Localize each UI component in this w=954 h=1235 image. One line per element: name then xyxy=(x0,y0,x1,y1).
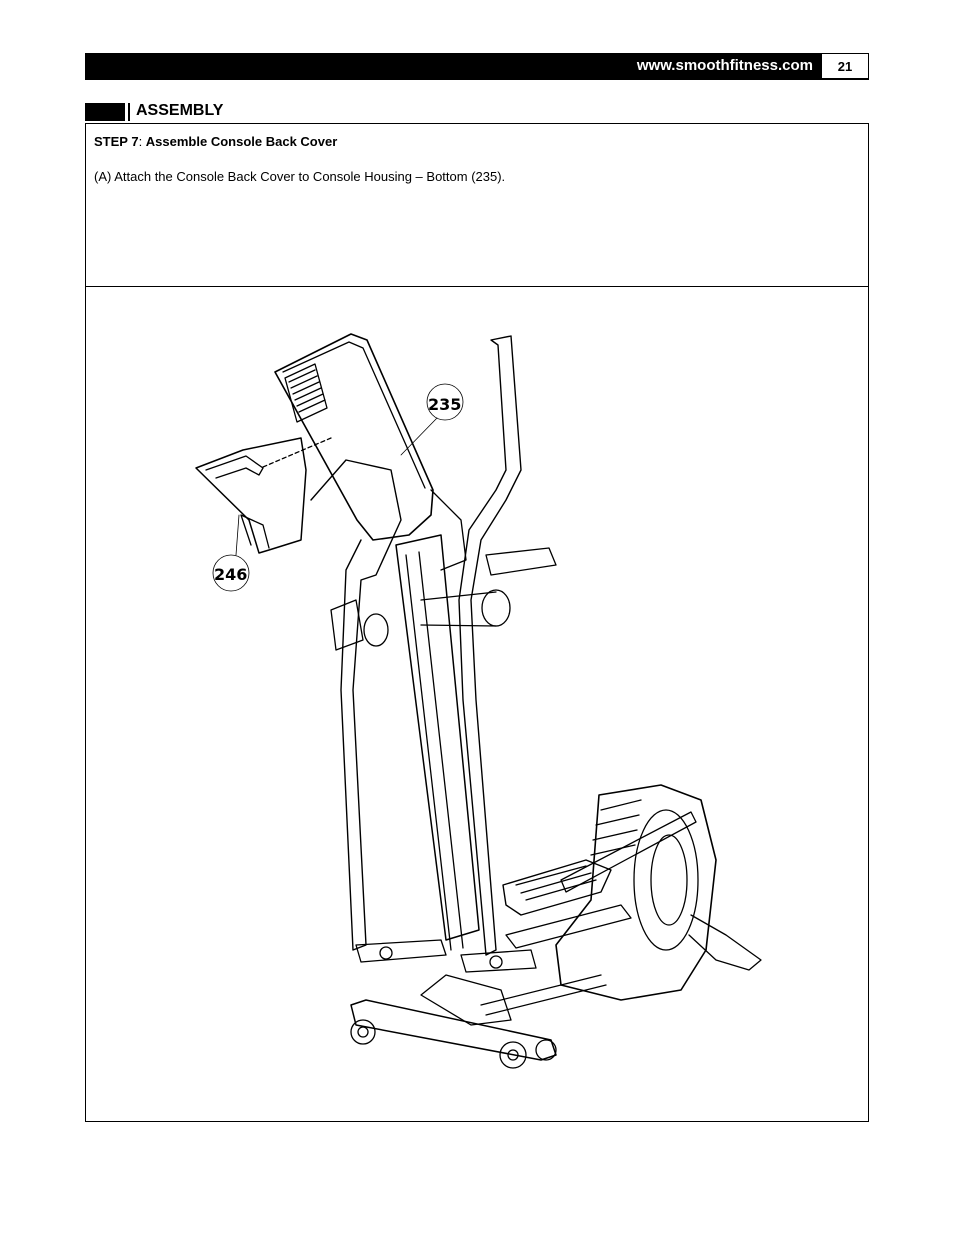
front-wheels xyxy=(350,1019,557,1069)
left-lower-tube xyxy=(355,939,447,963)
upright-mast xyxy=(395,534,480,941)
bolt xyxy=(379,946,393,960)
front-stabilizer xyxy=(350,999,557,1061)
rail-carriage xyxy=(505,904,632,949)
cover-tab xyxy=(240,514,270,549)
step-title: Assemble Console Back Cover xyxy=(145,134,338,149)
center-grip xyxy=(430,489,467,571)
console-back-cover xyxy=(195,437,307,554)
link-arm xyxy=(560,811,697,893)
right-handle-arm xyxy=(458,335,522,956)
flywheel xyxy=(633,809,699,951)
header-bar: www.smoothfitness.com xyxy=(85,53,821,79)
vent-grille xyxy=(284,363,328,423)
base-bracket xyxy=(420,974,512,1026)
section-marker-gap xyxy=(125,103,128,121)
callout-246 xyxy=(212,514,250,592)
figure-box: 235 246 xyxy=(85,285,869,1122)
flywheel-hub xyxy=(650,834,688,926)
cover-detail xyxy=(205,455,264,479)
flywheel-housing xyxy=(555,784,717,1001)
right-crossbar xyxy=(485,547,557,576)
rail xyxy=(480,974,607,1016)
right-lower-tube xyxy=(460,949,537,973)
right-pivot xyxy=(481,589,511,627)
console-housing xyxy=(274,333,434,541)
pedal-tread xyxy=(515,865,597,901)
step-separator: : xyxy=(138,134,146,149)
callout-label-246: 246 xyxy=(214,565,247,584)
step-label: STEP 7 xyxy=(94,134,139,149)
step-instruction: (A) Attach the Console Back Cover to Con… xyxy=(94,169,506,184)
pedal xyxy=(502,859,612,916)
website-url: www.smoothfitness.com xyxy=(636,57,813,74)
shroud-ribs xyxy=(590,799,642,856)
left-pivot xyxy=(330,599,364,651)
section-title: ASSEMBLY xyxy=(136,102,224,119)
section-marker xyxy=(85,103,125,121)
pivot-axle xyxy=(420,591,497,627)
callout-label-235: 235 xyxy=(428,395,461,414)
mast-detail xyxy=(405,551,464,951)
page-number: 21 xyxy=(821,53,869,79)
left-pivot-cap xyxy=(363,613,389,647)
section-marker-tail xyxy=(128,103,130,121)
alignment-line xyxy=(262,437,332,468)
step-heading: STEP 7: Assemble Console Back Cover xyxy=(94,134,337,149)
rear-foot xyxy=(688,914,762,971)
instruction-box: STEP 7: Assemble Console Back Cover (A) … xyxy=(85,123,869,287)
assembly-illustration: 235 246 xyxy=(195,333,762,1069)
bolt xyxy=(489,955,503,969)
left-handle-arm xyxy=(310,459,402,951)
console-edge xyxy=(282,341,426,489)
header-rule xyxy=(85,78,869,80)
callout-235 xyxy=(400,383,464,456)
